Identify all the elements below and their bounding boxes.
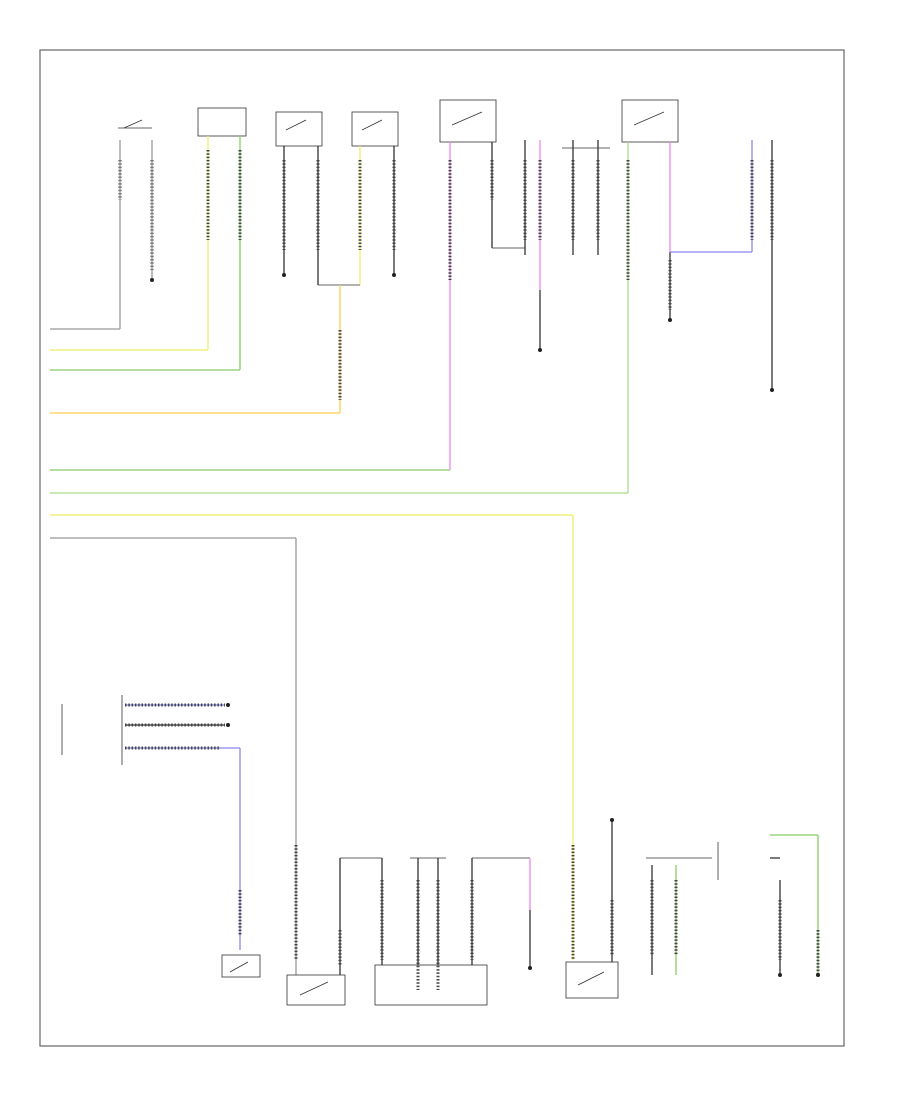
top-component-3 [275, 111, 323, 285]
bottom-right-wires [646, 834, 820, 977]
lower-left-connector [61, 695, 242, 950]
bottom-switch-2 [286, 857, 382, 1006]
top-component-7 [621, 99, 679, 493]
diagram-frame [39, 49, 845, 1047]
top-component-4 [318, 111, 399, 413]
left-bus-wires [50, 200, 628, 975]
top-switch-1 [118, 119, 154, 282]
top-component-5 [439, 99, 525, 470]
top-component-6 [523, 140, 610, 352]
top-component-8 [670, 140, 774, 392]
top-component-2 [197, 107, 247, 370]
bottom-switch-1 [221, 954, 261, 978]
bottom-switch-3 [565, 818, 619, 999]
bottom-module [374, 857, 532, 1006]
